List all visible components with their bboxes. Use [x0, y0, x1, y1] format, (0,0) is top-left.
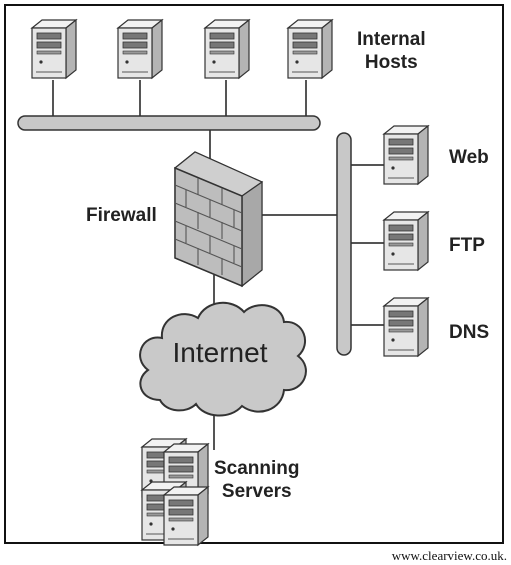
internal-hosts-label-line2: Hosts: [364, 52, 418, 73]
ftp-label: FTP: [449, 235, 485, 256]
firewall-label: Firewall: [86, 205, 157, 226]
dns-server-icon: [383, 297, 429, 357]
internal-host-server-icon: [204, 19, 250, 79]
scanning-servers-icon: [141, 438, 209, 546]
dmz-network-bus: [336, 132, 352, 356]
internal-host-server-icon: [117, 19, 163, 79]
source-credit: www.clearview.co.uk.: [391, 548, 507, 563]
network-links: [52, 80, 384, 450]
web-server-icon: [383, 125, 429, 185]
dns-label: DNS: [449, 322, 490, 343]
firewall-icon: [173, 151, 264, 288]
internal-hosts-label-line1: Internal: [357, 29, 426, 50]
scanning-servers-label-line2: Servers: [221, 481, 292, 502]
ftp-server-icon: [383, 211, 429, 271]
internet-label: Internet: [172, 337, 268, 368]
internal-host-server-icon: [287, 19, 333, 79]
scanning-servers-label: Scanning Servers: [214, 457, 300, 503]
internal-hosts-label: Internal Hosts: [357, 28, 426, 74]
internal-network-bus: [17, 115, 321, 131]
web-label: Web: [449, 147, 489, 168]
scanning-servers-label-line1: Scanning: [214, 458, 300, 479]
internet-cloud-icon: [139, 301, 307, 417]
internal-host-server-icon: [31, 19, 77, 79]
